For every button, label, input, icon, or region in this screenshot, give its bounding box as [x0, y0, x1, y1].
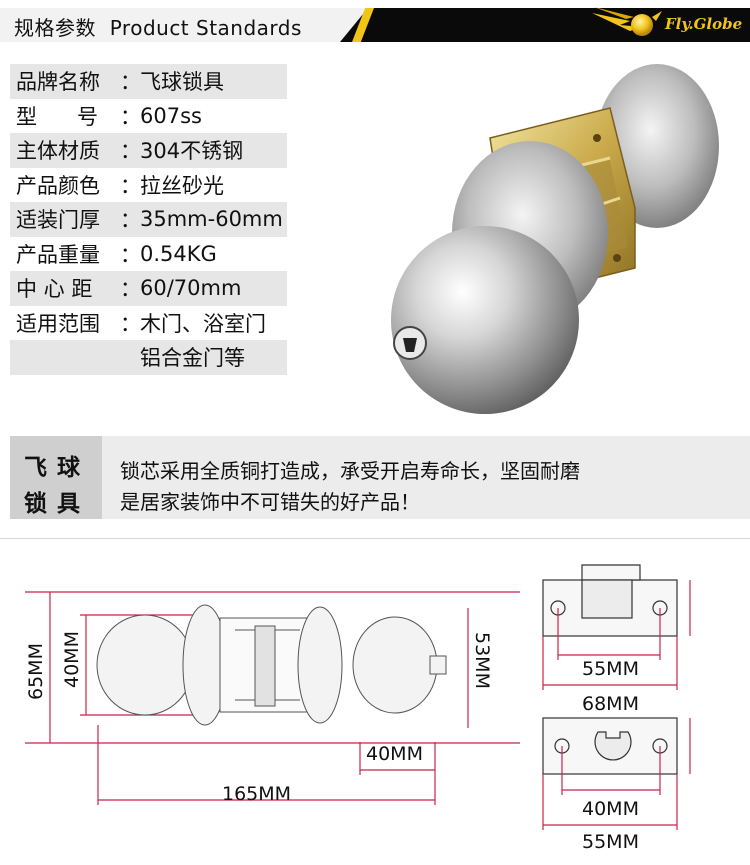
spec-value: 35mm-60mm [140, 207, 283, 232]
spec-row: 适装门厚 ：35mm-60mm [10, 202, 287, 237]
spec-label: 主体材质 [16, 139, 100, 164]
spec-colon: ： [120, 277, 141, 302]
front-knob [391, 226, 579, 414]
dim-height-outer: 65MM [25, 643, 47, 700]
spec-value: 木门、浴室门 [140, 311, 266, 336]
spec-colon: ： [120, 139, 141, 164]
brand-name-line2: 锁具 [24, 491, 90, 517]
spec-value: 飞球锁具 [140, 70, 224, 95]
spec-colon: ： [120, 173, 141, 198]
spec-colon: ： [120, 311, 141, 336]
description-line2: 是居家装饰中不可错失的好产品！ [120, 490, 420, 514]
spec-row: 品牌名称 ：飞球锁具 [10, 64, 287, 99]
spec-row: 型 号 ：607ss [10, 99, 287, 134]
latch-plate-bottom [542, 717, 678, 775]
spec-label: 适用范围 [16, 311, 100, 336]
spec-colon: ： [120, 70, 141, 95]
dimension-diagram: 65MM 40MM 53MM 40MM 165MM 55MM 68MM 40MM… [25, 564, 691, 853]
description-line1: 锁芯采用全质铜打造成，承受开启寿命长，坚固耐磨 [120, 459, 580, 483]
spec-label: 适装门厚 [16, 208, 100, 233]
spec-label: 中 心 距 [16, 277, 93, 302]
brand-box [10, 436, 102, 519]
spec-colon: ： [120, 104, 141, 129]
spec-value: 铝合金门等 [140, 346, 245, 371]
spec-row-continuation: 铝合金门等 [10, 340, 287, 375]
brand-logo-text: Fly.Globe [665, 15, 743, 33]
header: 规格参数 Product Standards Fly.Globe [0, 0, 750, 48]
spec-row: 产品重量 ：0.54KG [10, 237, 287, 272]
spec-value: 304不锈钢 [140, 139, 244, 164]
spec-row: 中 心 距 ：60/70mm [10, 271, 287, 306]
dim-height-right: 53MM [471, 632, 493, 689]
brand-logo-icon [592, 7, 662, 36]
dim-plate1-inner: 55MM [582, 658, 639, 680]
spec-value: 607ss [140, 103, 202, 128]
spec-row: 主体材质 ：304不锈钢 [10, 133, 287, 168]
dim-plate2-inner: 40MM [582, 798, 639, 820]
spec-value: 60/70mm [140, 276, 242, 301]
spec-label: 产品颜色 [16, 173, 100, 198]
spec-label: 型 号 [16, 104, 99, 129]
dim-total-length: 165MM [222, 783, 291, 805]
section-divider [0, 538, 750, 539]
spec-value: 0.54KG [140, 241, 217, 266]
spec-colon: ： [120, 242, 141, 267]
section-title: 规格参数 Product Standards [14, 16, 302, 40]
spec-colon: ： [120, 208, 141, 233]
spec-label: 品牌名称 [16, 70, 100, 95]
spec-row: 产品颜色 ：拉丝砂光 [10, 168, 287, 203]
header-tab [0, 8, 368, 42]
product-photo [391, 64, 719, 414]
lock-side-view [96, 604, 447, 726]
brand-name-line1: 飞球 [24, 455, 90, 481]
spec-label: 产品重量 [16, 242, 100, 267]
dim-plate2-outer: 55MM [582, 831, 639, 853]
spec-row: 适用范围 ：木门、浴室门 [10, 306, 287, 341]
description-banner [10, 436, 750, 519]
dim-knob-depth: 40MM [366, 743, 423, 765]
spec-value: 拉丝砂光 [140, 173, 224, 198]
dim-plate1-outer: 68MM [582, 693, 639, 715]
dim-height-knob: 40MM [61, 631, 83, 688]
latch-plate-top [542, 564, 678, 637]
